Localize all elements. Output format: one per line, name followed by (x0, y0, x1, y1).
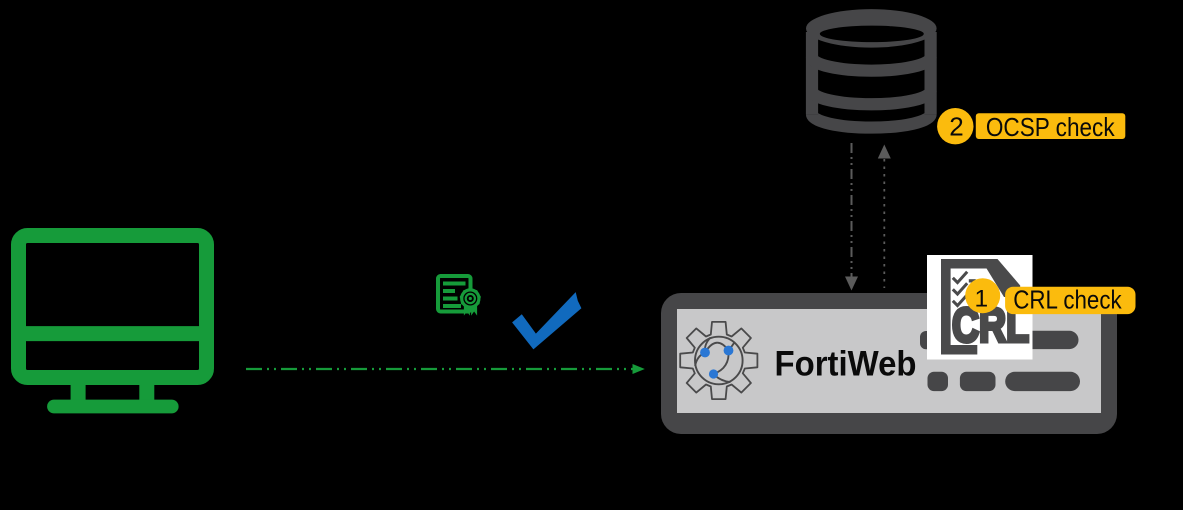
svg-text:1: 1 (974, 286, 988, 313)
svg-text:CRL check: CRL check (1013, 284, 1122, 314)
svg-text:FortiWeb: FortiWeb (775, 344, 917, 384)
svg-text:OCSP check: OCSP check (986, 112, 1116, 142)
svg-text:2: 2 (949, 112, 963, 142)
